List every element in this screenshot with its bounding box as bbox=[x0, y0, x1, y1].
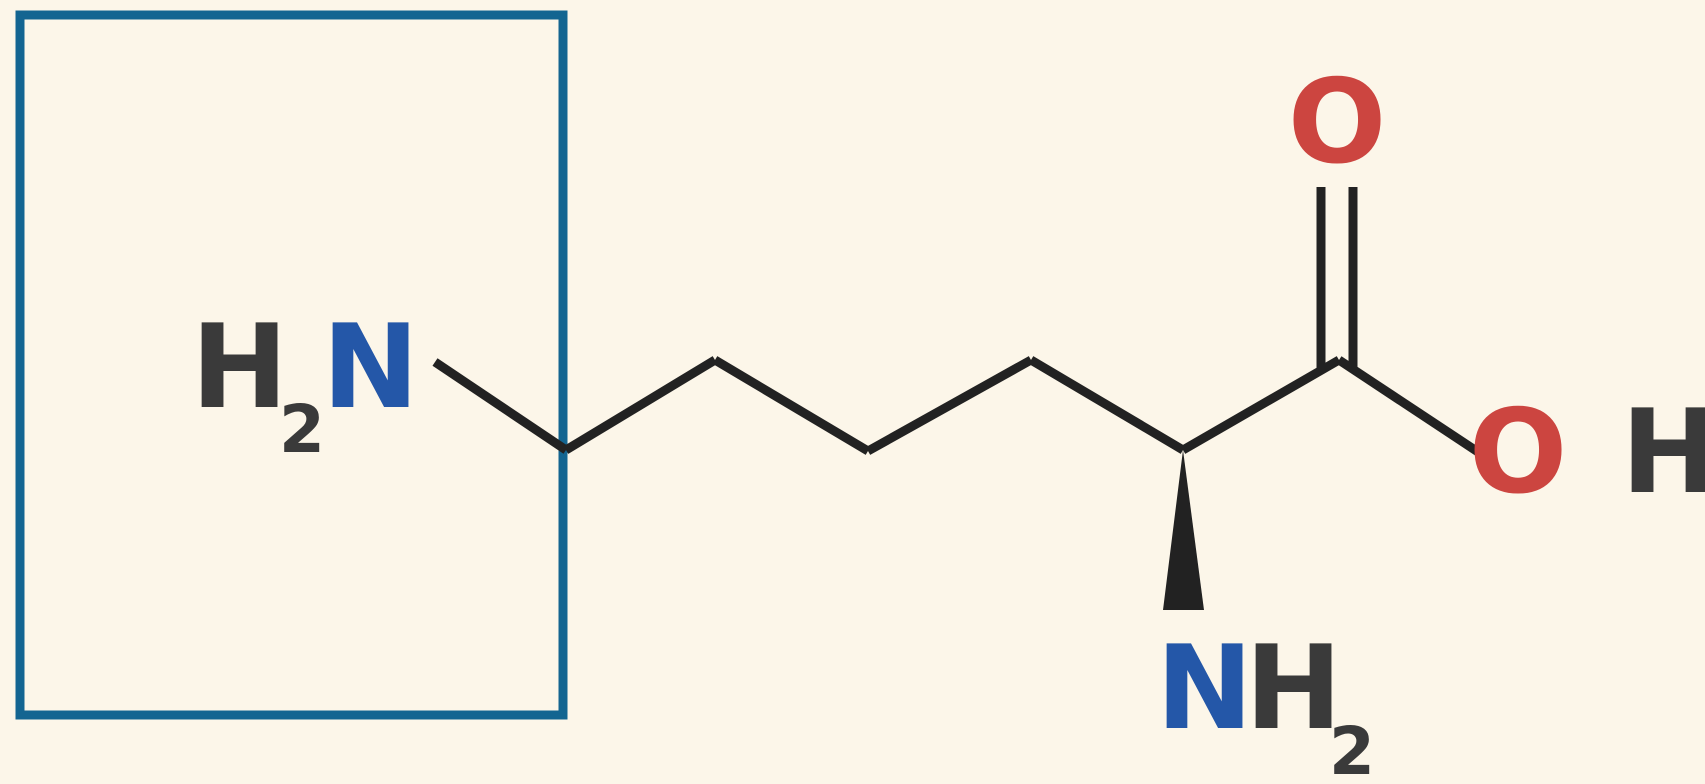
highlight-box bbox=[15, 10, 568, 720]
wedge-bond bbox=[1163, 450, 1204, 610]
bond-c2-c1 bbox=[1180, 356, 1342, 454]
hydroxyl-label: O H bbox=[1469, 385, 1705, 520]
bond-c6-c5 bbox=[563, 356, 718, 454]
bond-c1-oh bbox=[1336, 356, 1481, 456]
alpha-amine-n: N bbox=[1156, 621, 1253, 756]
bond-n-c6 bbox=[432, 358, 569, 454]
bond-c5-c4 bbox=[712, 356, 871, 455]
terminal-amine-label: H 2 N bbox=[191, 300, 419, 468]
terminal-amine-h: H bbox=[191, 300, 288, 435]
carbonyl-oxygen-label: O bbox=[1288, 55, 1387, 190]
bond-c3-c2 bbox=[1028, 356, 1186, 454]
carbon-chain-bonds bbox=[432, 187, 1481, 610]
hydroxyl-o: O bbox=[1469, 385, 1568, 520]
terminal-amine-n: N bbox=[322, 300, 419, 435]
alpha-amine-h-subscript: 2 bbox=[1329, 713, 1375, 784]
alpha-amine-h: H bbox=[1245, 621, 1342, 756]
alpha-amine-label: N H 2 bbox=[1156, 621, 1375, 784]
terminal-amine-h-subscript: 2 bbox=[279, 391, 325, 468]
hydroxyl-h: H bbox=[1621, 385, 1705, 520]
bond-c4-c3 bbox=[865, 356, 1034, 455]
